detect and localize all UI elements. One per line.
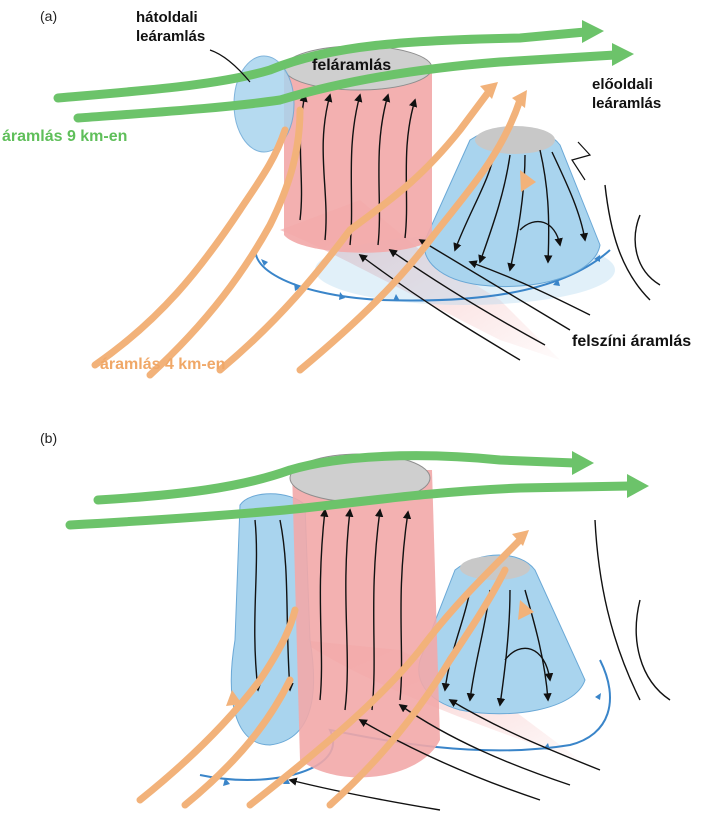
panel-a-tag: (a) [40, 8, 57, 24]
flow-9km-label: áramlás 9 km-en [2, 127, 127, 146]
panel-b-tag: (b) [40, 430, 57, 446]
flow-4km-label: áramlás 4 km-en [100, 355, 225, 374]
pointer-forward-downdraft-a [572, 142, 590, 180]
forward-downdraft-label-line2: leáramlás [592, 94, 661, 113]
rear-downdraft-label-line1: hátoldali [136, 8, 198, 27]
updraft-cylinder-b [292, 470, 440, 777]
rear-downdraft-label-line2: leáramlás [136, 27, 205, 46]
panel-b [70, 451, 670, 810]
forward-downdraft-top-a [475, 126, 555, 154]
surface-flow-label: felszíni áramlás [572, 332, 691, 351]
updraft-label: feláramlás [312, 56, 391, 75]
forward-downdraft-label-line1: előoldali [592, 75, 653, 94]
